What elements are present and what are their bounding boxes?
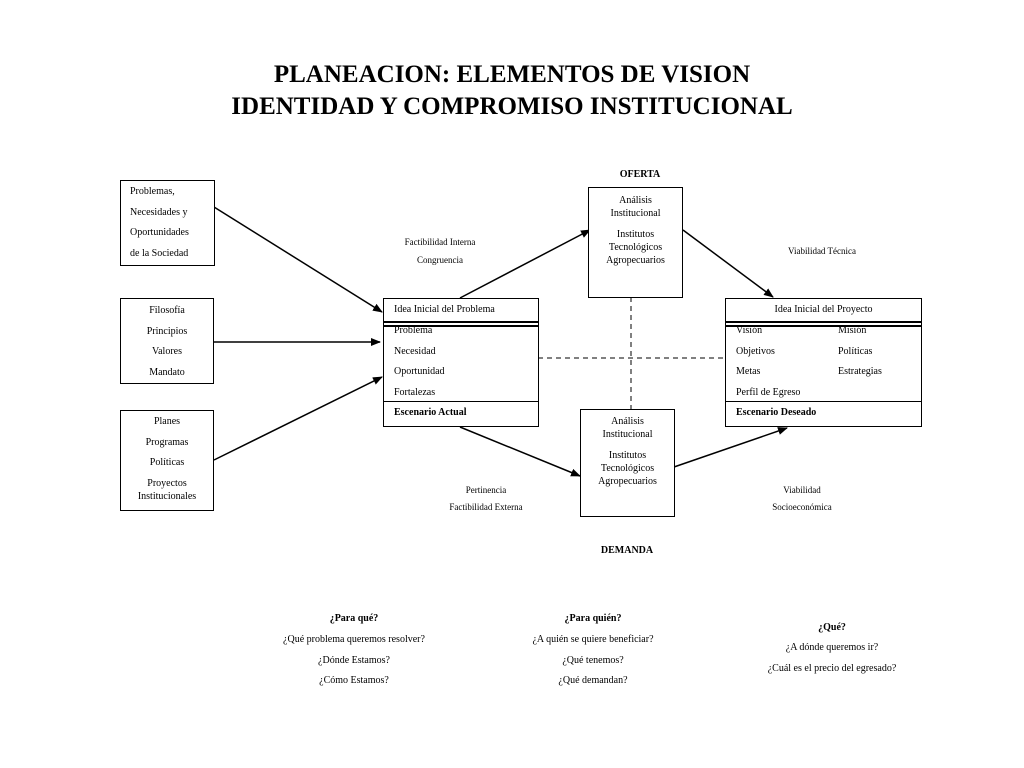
problem-item-4: Fortalezas (394, 387, 436, 398)
problem-box: Idea Inicial del Problema Problema Neces… (383, 298, 539, 427)
question-para-que-heading: ¿Para qué? (329, 613, 379, 624)
project-header: Idea Inicial del Proyecto (774, 304, 873, 315)
question-para-quien-line-3: ¿Qué demandan? (558, 675, 628, 686)
needs-line-4: de la Sociedad (130, 248, 189, 259)
question-para-que: ¿Para qué? ¿Qué problema queremos resolv… (254, 613, 454, 695)
project-col1-item-1: Visión (736, 325, 763, 336)
needs-line-2: Necesidades y (130, 207, 188, 218)
project-footer: Escenario Deseado (736, 407, 817, 418)
philosophy-line-4: Mandato (149, 367, 185, 378)
oferta-line-2: Institucional (610, 208, 661, 219)
philosophy-box: Filosofía Principios Valores Mandato (120, 298, 214, 384)
problem-item-1: Problema (394, 325, 433, 336)
problem-divider-2 (384, 325, 538, 327)
arrow-problem-to-oferta (459, 229, 591, 299)
oferta-line-3: Institutos (616, 229, 655, 240)
project-footer-divider (726, 401, 921, 402)
question-para-quien-line-1: ¿A quién se quiere beneficiar? (532, 634, 654, 645)
question-que-line-2: ¿Cuál es el precio del egresado? (767, 663, 897, 674)
title-line-1: PLANEACION: ELEMENTOS DE VISION (273, 61, 751, 88)
question-para-que-line-2: ¿Dónde Estamos? (318, 655, 390, 666)
needs-line-3: Oportunidades (130, 227, 189, 238)
demanda-line-3: Institutos (608, 450, 647, 461)
problem-header: Idea Inicial del Problema (394, 304, 495, 315)
label-congruencia: Congruencia (417, 255, 463, 265)
project-col2-item-3: Estrategias (838, 366, 882, 377)
project-col2-item-1: Misión (838, 325, 867, 336)
needs-box: Problemas, Necesidades y Oportunidades d… (120, 180, 215, 266)
project-col1-item-4: Perfil de Egreso (736, 387, 801, 398)
demanda-line-1: Análisis (611, 416, 644, 427)
problem-footer-divider (384, 401, 538, 402)
arrow-oferta-to-project (682, 229, 774, 298)
needs-line-1: Problemas, (130, 186, 175, 197)
question-que-line-1: ¿A dónde queremos ir? (785, 642, 879, 653)
project-divider-2 (726, 325, 921, 327)
problem-footer: Escenario Actual (394, 407, 467, 418)
project-col2-item-2: Políticas (838, 346, 873, 357)
question-para-quien-heading: ¿Para quién? (564, 613, 622, 624)
arrow-plans-to-problem (213, 376, 383, 461)
question-que: ¿Qué? ¿A dónde queremos ir? ¿Cuál es el … (732, 622, 932, 683)
philosophy-line-1: Filosofía (149, 305, 185, 316)
problem-item-2: Necesidad (394, 346, 436, 357)
plans-line-5: Institucionales (137, 491, 197, 502)
label-pertinencia: Pertinencia (465, 485, 507, 495)
demanda-label: DEMANDA (600, 545, 654, 556)
plans-line-1: Planes (153, 416, 181, 427)
philosophy-line-2: Principios (146, 326, 188, 337)
plans-line-4: Proyectos (147, 478, 187, 489)
label-socioeconomica: Socioeconómica (772, 502, 832, 512)
label-factibilidad-externa: Factibilidad Externa (449, 502, 523, 512)
oferta-label: OFERTA (619, 169, 661, 180)
project-box: Idea Inicial del Proyecto Visión Objetiv… (725, 298, 922, 427)
arrow-problem-to-demanda (459, 426, 581, 477)
demanda-line-5: Agropecuarios (598, 476, 657, 487)
project-col1-item-2: Objetivos (736, 346, 775, 357)
demanda-line-2: Institucional (602, 429, 653, 440)
plans-line-3: Políticas (149, 457, 185, 468)
oferta-line-1: Análisis (619, 195, 652, 206)
problem-item-3: Oportunidad (394, 366, 445, 377)
plans-line-2: Programas (145, 437, 189, 448)
project-col1-item-3: Metas (736, 366, 761, 377)
problem-divider-1 (384, 321, 538, 323)
label-viabilidad: Viabilidad (783, 485, 821, 495)
project-divider-1 (726, 321, 921, 323)
question-para-quien: ¿Para quién? ¿A quién se quiere benefici… (493, 613, 693, 695)
question-para-que-line-1: ¿Qué problema queremos resolver? (283, 634, 425, 645)
label-factibilidad-interna: Factibilidad Interna (404, 237, 476, 247)
title-line-2: IDENTIDAD Y COMPROMISO INSTITUCIONAL (231, 93, 793, 120)
arrow-needs-to-problem (213, 206, 383, 313)
question-para-que-line-3: ¿Cómo Estamos? (319, 675, 389, 686)
oferta-line-4: Tecnológicos (608, 242, 663, 253)
question-que-heading: ¿Qué? (818, 622, 846, 633)
oferta-box: Análisis Institucional Institutos Tecnol… (588, 187, 683, 298)
oferta-line-5: Agropecuarios (606, 255, 665, 266)
philosophy-line-3: Valores (152, 346, 182, 357)
demanda-line-4: Tecnológicos (600, 463, 655, 474)
question-para-quien-line-2: ¿Qué tenemos? (562, 655, 624, 666)
arrow-demanda-to-project (673, 427, 788, 468)
plans-box: Planes Programas Políticas Proyectos Ins… (120, 410, 214, 511)
label-viabilidad-tecnica: Viabilidad Técnica (787, 246, 856, 256)
demanda-box: Análisis Institucional Institutos Tecnol… (580, 409, 675, 517)
